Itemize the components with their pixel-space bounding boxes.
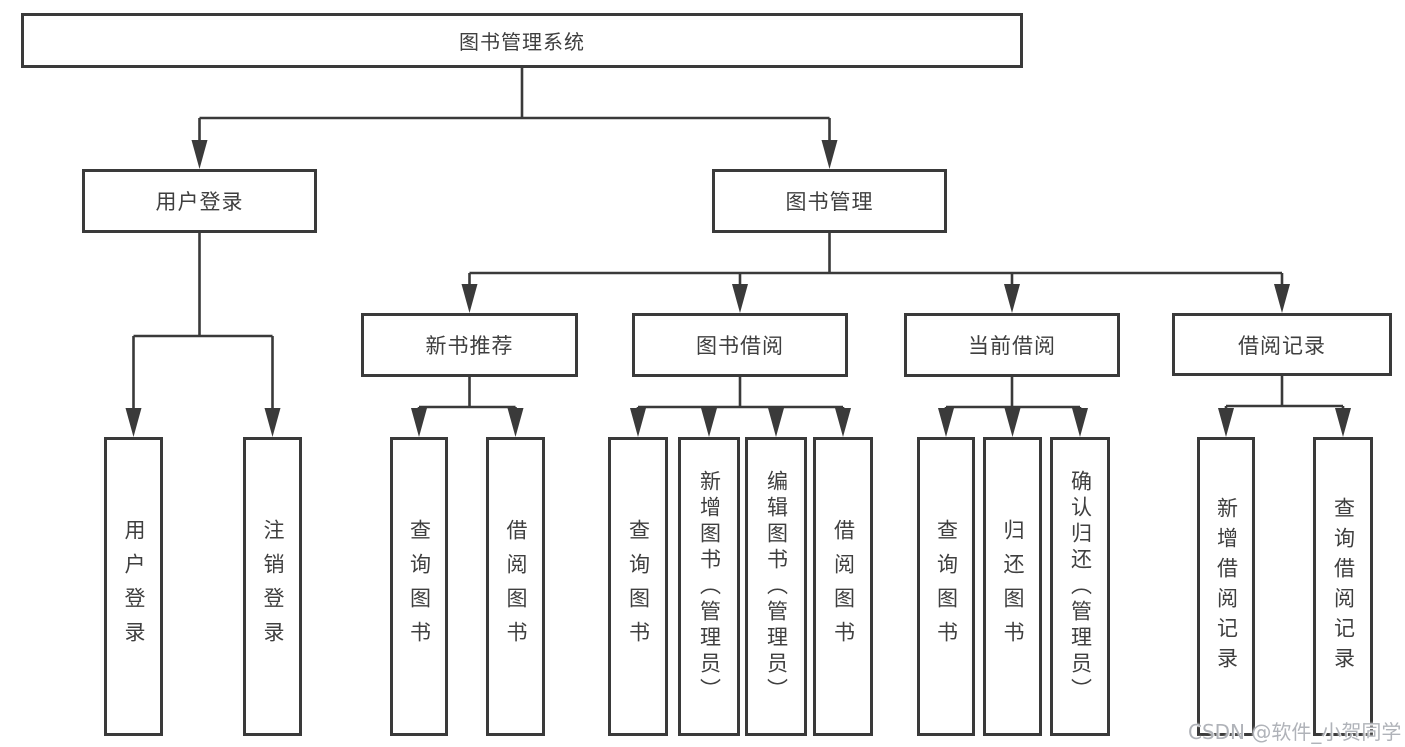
node-borrow-books-leaf-label: 借阅图书	[831, 518, 856, 655]
node-borrow-books-recommend-label: 借阅图书	[504, 518, 528, 655]
node-query-borrow-record-label: 查询借阅记录	[1331, 496, 1356, 677]
node-borrow-books-leaf: 借阅图书	[813, 437, 873, 736]
node-confirm-return-admin: 确认归还（管理员）	[1050, 437, 1110, 736]
node-logout-label: 注销登录	[261, 518, 285, 655]
node-edit-book-admin-label: 编辑图书（管理员）	[764, 469, 789, 704]
connector-borrow-records-children	[1224, 376, 1345, 412]
node-borrow-records: 借阅记录	[1172, 313, 1392, 376]
node-add-borrow-record: 新增借阅记录	[1197, 437, 1255, 736]
csdn-watermark: CSDN @软件_小贺同学	[1188, 720, 1402, 744]
node-user-login-leaf: 用户登录	[104, 437, 163, 736]
node-edit-book-admin: 编辑图书（管理员）	[745, 437, 807, 736]
node-current-borrow: 当前借阅	[904, 313, 1120, 377]
node-query-books-current-label: 查询图书	[934, 518, 959, 655]
node-query-borrow-record: 查询借阅记录	[1313, 437, 1373, 736]
node-query-books-recommend-label: 查询图书	[407, 518, 432, 655]
node-confirm-return-admin-label: 确认归还（管理员）	[1068, 469, 1093, 704]
node-return-book: 归还图书	[983, 437, 1042, 736]
connector-book-borrow-children	[636, 377, 845, 412]
node-book-management: 图书管理	[712, 169, 947, 233]
node-query-books-recommend: 查询图书	[390, 437, 448, 736]
connector-current-borrow-children	[944, 377, 1082, 412]
node-add-book-admin: 新增图书（管理员）	[678, 437, 740, 736]
node-query-books-borrow-label: 查询图书	[626, 518, 651, 655]
connector-new-book-recommend-children	[417, 377, 517, 412]
arrowheads	[125, 140, 1351, 437]
connector-user-login-children	[132, 233, 274, 409]
node-book-borrow: 图书借阅	[632, 313, 848, 377]
connector-book-management-children	[468, 233, 1284, 286]
node-root: 图书管理系统	[21, 13, 1023, 68]
node-borrow-books-recommend: 借阅图书	[486, 437, 545, 736]
node-query-books-borrow: 查询图书	[608, 437, 668, 736]
node-user-login-leaf-label: 用户登录	[122, 518, 146, 655]
node-new-book-recommend: 新书推荐	[361, 313, 578, 377]
node-user-login: 用户登录	[82, 169, 317, 233]
node-return-book-label: 归还图书	[1001, 518, 1025, 655]
node-logout: 注销登录	[243, 437, 302, 736]
node-add-borrow-record-label: 新增借阅记录	[1214, 496, 1239, 677]
node-query-books-current: 查询图书	[917, 437, 975, 736]
connector-root-to-level2	[198, 68, 831, 141]
node-add-book-admin-label: 新增图书（管理员）	[697, 469, 722, 704]
